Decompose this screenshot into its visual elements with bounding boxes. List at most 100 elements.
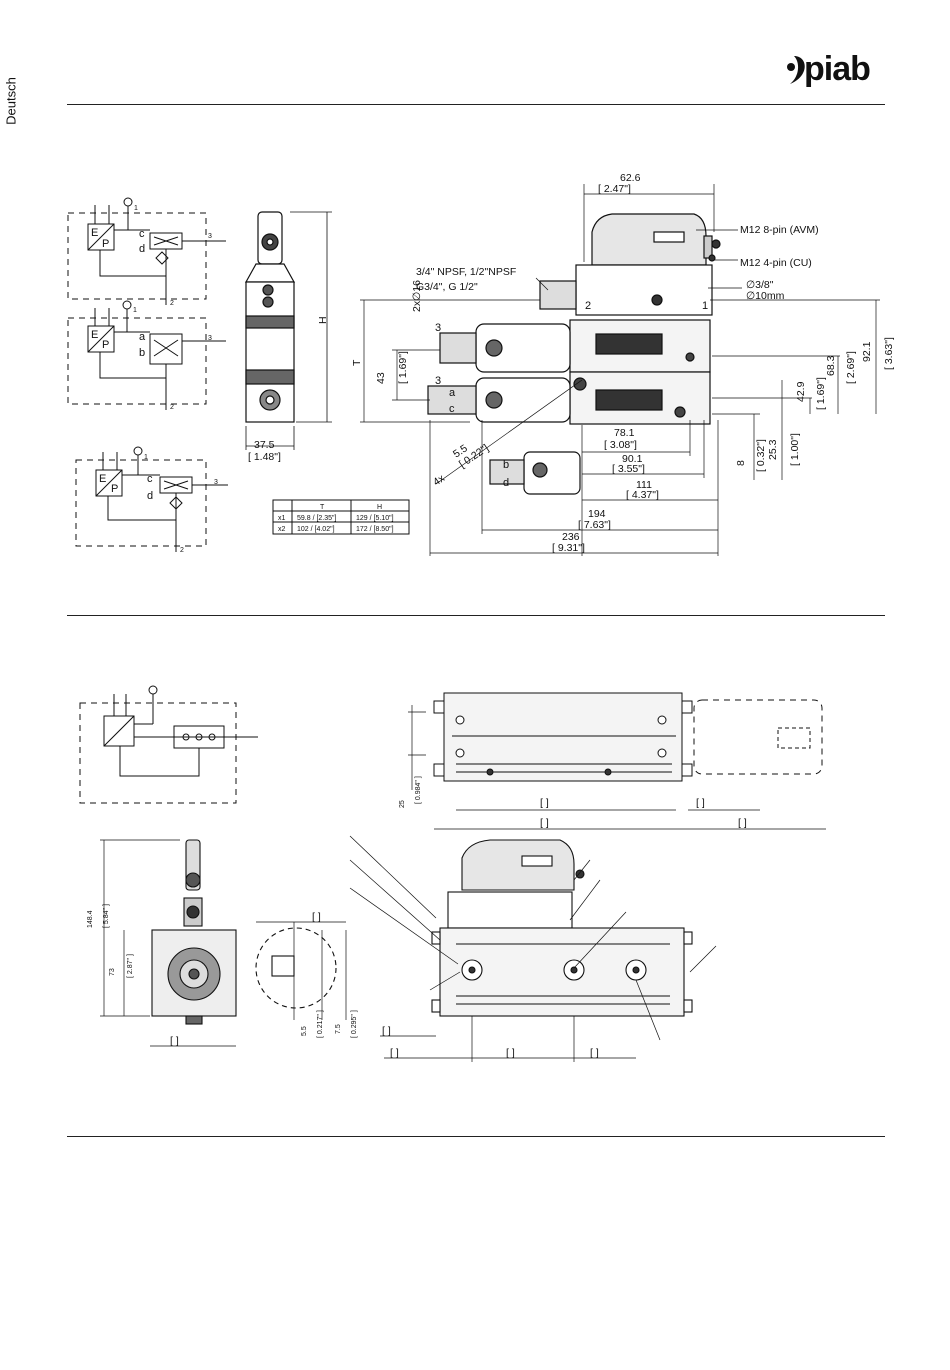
svg-text:H: H xyxy=(317,316,329,324)
svg-text:[ 0.295" ]: [ 0.295" ] xyxy=(351,1010,358,1038)
svg-text:M12 8-pin (AVM): M12 8-pin (AVM) xyxy=(740,224,819,236)
svg-text:3: 3 xyxy=(208,233,212,240)
svg-text:7.5: 7.5 xyxy=(335,1024,342,1034)
piab-logo-mark: piab xyxy=(787,50,871,88)
svg-text:25.3: 25.3 xyxy=(767,439,779,460)
svg-text:78.1: 78.1 xyxy=(614,427,635,439)
svg-text:piab: piab xyxy=(804,50,870,88)
svg-text:b: b xyxy=(139,347,145,359)
svg-text:b: b xyxy=(503,459,509,471)
svg-text:x1: x1 xyxy=(278,515,286,522)
svg-text:P: P xyxy=(111,483,118,495)
svg-text:236: 236 xyxy=(562,531,580,543)
svg-text:d: d xyxy=(503,477,509,489)
svg-text:[ 0.32"]: [ 0.32"] xyxy=(755,439,767,472)
svg-text:[ 3.08"]: [ 3.08"] xyxy=(604,439,637,451)
svg-text:d: d xyxy=(139,243,145,255)
side-view-dimensions xyxy=(360,184,880,556)
svg-text:5.5: 5.5 xyxy=(301,1026,308,1036)
schematic-1 xyxy=(67,197,226,305)
svg-text:[ ]: [ ] xyxy=(590,1047,599,1059)
svg-text:E: E xyxy=(99,473,106,485)
svg-text:37.5: 37.5 xyxy=(254,439,275,451)
svg-text:62.6: 62.6 xyxy=(620,172,641,184)
svg-text:[ ]: [ ] xyxy=(540,817,549,829)
svg-text:[ 1.48"]: [ 1.48"] xyxy=(248,451,281,463)
svg-text:111: 111 xyxy=(636,479,652,491)
svg-text:[ ]: [ ] xyxy=(390,1047,399,1059)
svg-text:P: P xyxy=(102,238,109,250)
svg-text:c: c xyxy=(147,473,153,485)
svg-text:T: T xyxy=(320,504,325,511)
svg-text:3: 3 xyxy=(435,322,441,334)
piab-logo: piab xyxy=(780,50,890,90)
svg-text:102 / [4.02"]: 102 / [4.02"] xyxy=(297,526,335,533)
svg-text:3/4" NPSF, 1/2"NPSF: 3/4" NPSF, 1/2"NPSF xyxy=(416,266,516,278)
svg-text:194: 194 xyxy=(588,508,606,520)
svg-text:[ 2.69"]: [ 2.69"] xyxy=(845,351,857,384)
section-rule-2 xyxy=(67,1136,885,1137)
svg-text:2: 2 xyxy=(170,300,174,307)
dimension-table xyxy=(272,499,410,535)
svg-text:[ 3.55"]: [ 3.55"] xyxy=(612,463,645,475)
svg-text:[ ]: [ ] xyxy=(696,797,705,809)
svg-text:[ 9.31"]: [ 9.31"] xyxy=(552,542,585,554)
svg-text:[ 2.87" ]: [ 2.87" ] xyxy=(127,954,134,978)
svg-text:[ ]: [ ] xyxy=(506,1047,515,1059)
svg-text:[ ]: [ ] xyxy=(312,911,321,923)
svg-text:M12 4-pin (CU): M12 4-pin (CU) xyxy=(740,257,812,269)
end-view-2 xyxy=(100,839,347,1047)
svg-text:2: 2 xyxy=(170,404,174,411)
svg-text:43: 43 xyxy=(375,372,387,384)
svg-text:[ 5.84" ]: [ 5.84" ] xyxy=(103,904,110,928)
header-rule xyxy=(67,104,885,105)
svg-text:2: 2 xyxy=(585,300,591,312)
svg-text:4x: 4x xyxy=(431,472,448,489)
svg-text:[ 1.69"]: [ 1.69"] xyxy=(397,351,409,384)
svg-text:1: 1 xyxy=(134,205,138,212)
svg-text:73: 73 xyxy=(109,968,116,976)
svg-text:[ 7.63"]: [ 7.63"] xyxy=(578,519,611,531)
svg-text:E: E xyxy=(91,329,98,341)
svg-text:d: d xyxy=(147,490,153,502)
svg-text:[ 3.63"]: [ 3.63"] xyxy=(883,337,895,370)
svg-text:3: 3 xyxy=(435,375,441,387)
svg-text:c: c xyxy=(139,228,145,240)
svg-text:90.1: 90.1 xyxy=(622,453,643,465)
svg-text:[ ]: [ ] xyxy=(170,1035,179,1047)
svg-text:59.8 / [2.35"]: 59.8 / [2.35"] xyxy=(297,515,337,522)
svg-text:[ ]: [ ] xyxy=(540,797,549,809)
svg-text:[ 0.984" ]: [ 0.984" ] xyxy=(415,776,422,804)
svg-text:a: a xyxy=(139,331,146,343)
svg-text:1: 1 xyxy=(702,300,708,312)
svg-text:[ 2.47"]: [ 2.47"] xyxy=(598,183,631,195)
svg-text:1: 1 xyxy=(133,307,137,314)
svg-text:[ ]: [ ] xyxy=(738,817,747,829)
svg-text:68.3: 68.3 xyxy=(825,355,837,376)
svg-text:G3/4", G 1/2": G3/4", G 1/2" xyxy=(416,281,478,293)
svg-text:2: 2 xyxy=(180,547,184,554)
svg-text:3: 3 xyxy=(208,335,212,342)
svg-text:8: 8 xyxy=(735,460,747,466)
svg-text:∅10mm: ∅10mm xyxy=(746,290,785,302)
schematic-2 xyxy=(67,300,226,410)
svg-text:172 / [8.50"]: 172 / [8.50"] xyxy=(356,526,394,533)
svg-text:[ 0.217" ]: [ 0.217" ] xyxy=(317,1010,324,1038)
svg-text:25: 25 xyxy=(399,800,406,808)
side-view xyxy=(427,213,721,495)
svg-text:129 / [5.10"]: 129 / [5.10"] xyxy=(356,515,394,522)
schematic-3 xyxy=(75,446,228,552)
svg-text:P: P xyxy=(102,339,109,351)
svg-text:[ 1.69"]: [ 1.69"] xyxy=(815,377,827,410)
svg-text:3: 3 xyxy=(214,479,218,486)
svg-text:1: 1 xyxy=(144,454,148,461)
svg-text:148.4: 148.4 xyxy=(87,910,94,928)
svg-text:x2: x2 xyxy=(278,526,286,533)
svg-text:[ ]: [ ] xyxy=(382,1025,391,1037)
svg-text:H: H xyxy=(377,504,382,511)
top-view-2 xyxy=(408,692,826,830)
svg-text:42.9: 42.9 xyxy=(795,381,807,402)
svg-text:[ 4.37"]: [ 4.37"] xyxy=(626,489,659,501)
svg-text:T: T xyxy=(351,359,363,366)
